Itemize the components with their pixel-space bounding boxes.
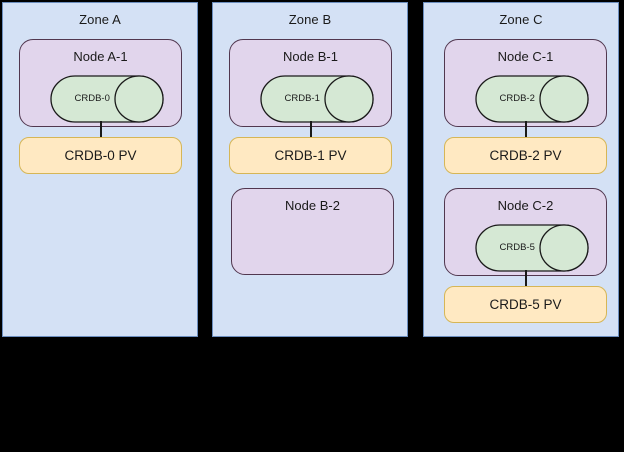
- pv-box-crdb-1[interactable]: CRDB-1 PV: [229, 137, 392, 174]
- pod-cylinder-crdb-0[interactable]: CRDB-0: [50, 75, 164, 123]
- node-label-b-2: Node B-2: [285, 198, 340, 213]
- connector-node-c-1-to-crdb-2-pv: [525, 121, 527, 141]
- pv-box-crdb-2[interactable]: CRDB-2 PV: [444, 137, 607, 174]
- pv-box-crdb-0[interactable]: CRDB-0 PV: [19, 137, 182, 174]
- node-box-b-1[interactable]: Node B-1 CRDB-1: [229, 39, 392, 127]
- cylinder-shape-icon: [475, 75, 589, 123]
- pod-cylinder-crdb-5[interactable]: CRDB-5: [475, 224, 589, 272]
- node-label-c-2: Node C-2: [497, 198, 554, 213]
- zone-panel-a: Zone A Node A-1 CRDB-0 CRDB-0 PV: [2, 2, 198, 337]
- cylinder-shape-icon: [260, 75, 374, 123]
- pv-box-crdb-5[interactable]: CRDB-5 PV: [444, 286, 607, 323]
- connector-node-a-1-to-crdb-0-pv: [100, 121, 102, 141]
- node-box-c-2[interactable]: Node C-2 CRDB-5: [444, 188, 607, 276]
- connector-node-c-2-to-crdb-5-pv: [525, 270, 527, 290]
- pv-label-crdb-2: CRDB-2 PV: [489, 147, 562, 163]
- node-box-b-2[interactable]: Node B-2: [231, 188, 394, 275]
- cylinder-shape-icon: [50, 75, 164, 123]
- pv-label-crdb-5: CRDB-5 PV: [489, 296, 562, 312]
- zone-title-b: Zone B: [288, 12, 332, 27]
- zone-panel-b: Zone B Node B-1 CRDB-1 CRDB-1 PV Node B-…: [212, 2, 408, 337]
- node-label-b-1: Node B-1: [283, 49, 338, 64]
- pod-cylinder-crdb-1[interactable]: CRDB-1: [260, 75, 374, 123]
- node-label-a-1: Node A-1: [73, 49, 128, 64]
- pod-cylinder-crdb-2[interactable]: CRDB-2: [475, 75, 589, 123]
- zone-title-c: Zone C: [499, 12, 543, 27]
- node-label-c-1: Node C-1: [497, 49, 554, 64]
- connector-node-b-1-to-crdb-1-pv: [310, 121, 312, 141]
- zone-panel-c: Zone C Node C-1 CRDB-2 CRDB-2 PV Node C-…: [423, 2, 619, 337]
- pv-label-crdb-0: CRDB-0 PV: [64, 147, 137, 163]
- cylinder-shape-icon: [475, 224, 589, 272]
- zone-title-a: Zone A: [79, 12, 121, 27]
- node-box-c-1[interactable]: Node C-1 CRDB-2: [444, 39, 607, 127]
- pv-label-crdb-1: CRDB-1 PV: [274, 147, 347, 163]
- node-box-a-1[interactable]: Node A-1 CRDB-0: [19, 39, 182, 127]
